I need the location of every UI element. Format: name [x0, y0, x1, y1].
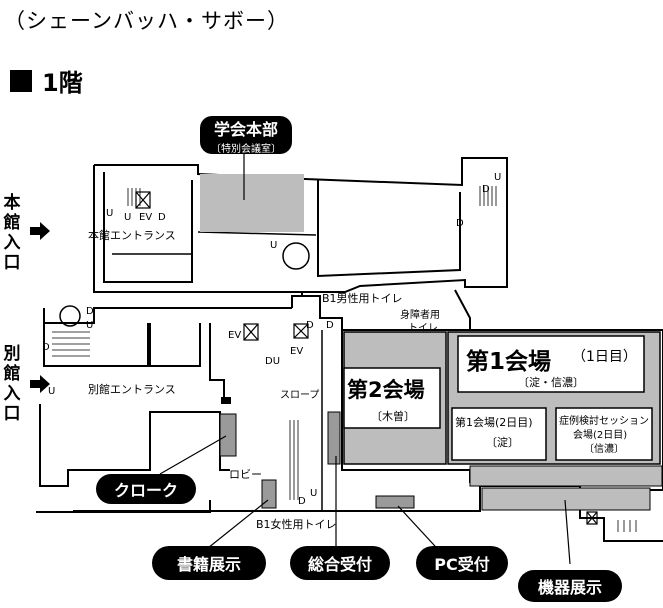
reception-counter — [327, 411, 341, 465]
main-building-inner-wall — [317, 180, 461, 278]
annex-building-wall — [43, 307, 292, 324]
hall2-title: 第2会場 — [347, 378, 425, 402]
marker-du: DU — [265, 356, 281, 367]
arrow-icon — [30, 375, 50, 393]
marker-u: U — [106, 208, 114, 219]
b1-men-toilet-label: B1男性用トイレ — [322, 292, 403, 305]
floor-label-text: 1階 — [42, 69, 83, 97]
hall-wall — [470, 329, 663, 491]
slope-label: スロープ — [280, 390, 320, 401]
case-room-box — [555, 407, 653, 461]
pc-callout: PC受付 — [416, 546, 508, 580]
main-building-inner-wall — [103, 172, 193, 283]
books-callout: 書籍展示 — [152, 546, 266, 580]
hall2-subtitle: 〔木曽〕 — [371, 410, 415, 423]
marker-ev: EV — [290, 346, 304, 357]
annex-building-wall — [43, 323, 149, 367]
pc-counter — [375, 495, 415, 509]
main-entrance-label: 本館エントランス — [88, 229, 176, 242]
equipment-callout: 機器展示 — [518, 570, 622, 602]
main-building-entrance-label: 本館入口 — [3, 193, 21, 273]
marker-d: D — [306, 320, 314, 331]
annex-inner-wall — [149, 323, 201, 367]
cloak-label: クローク — [113, 481, 178, 500]
hq-room — [200, 174, 304, 232]
marker-u: U — [48, 386, 56, 397]
marker-ev: EV — [228, 330, 242, 341]
marker-d: D — [298, 496, 306, 507]
annex-entrance-label: 別館エントランス — [88, 383, 176, 396]
books-label: 書籍展示 — [176, 555, 241, 574]
floor-square-icon — [10, 69, 32, 92]
marker-d: D — [326, 320, 334, 331]
reception-label: 総合受付 — [307, 555, 372, 574]
case-session-day: 会場(2日目) — [573, 430, 628, 441]
case-session-title: 症例検討セッション — [559, 416, 649, 427]
b1-women-toilet-label: B1女性用トイレ — [256, 518, 337, 531]
floor-label: 1階 — [10, 63, 83, 98]
marker-d: D — [42, 342, 50, 353]
accessible-toilet-label-2: トイレ — [408, 323, 438, 334]
cloak-callout: クローク — [96, 474, 196, 504]
marker-d: D — [158, 212, 166, 223]
venue-header: （シェーンバッハ・サボー） — [4, 9, 289, 33]
marker-u: U — [124, 212, 132, 223]
marker-d: D — [86, 306, 94, 317]
hq-title: 学会本部 — [213, 119, 278, 139]
pc-label: PC受付 — [434, 555, 490, 574]
hq-callout: 学会本部 〔特別会議室〕 — [200, 116, 292, 155]
hall1-day2-subtitle: 〔淀〕 — [486, 436, 519, 449]
hq-subtitle: 〔特別会議室〕 — [211, 143, 281, 155]
hall1-day2-box — [451, 407, 547, 461]
marker-d: D — [482, 184, 490, 195]
hall1-day1-box — [457, 335, 645, 393]
corridor — [469, 465, 663, 487]
accessible-toilet-label-1: 身障者用 — [400, 310, 440, 321]
arrow-icon — [30, 222, 50, 240]
equipment-label: 機器展示 — [537, 578, 602, 597]
hall1-subtitle: 〔淀・信濃〕 — [518, 376, 584, 389]
spiral-stair — [282, 242, 310, 270]
marker-u: U — [310, 488, 318, 499]
marker-u: U — [494, 172, 502, 183]
annex-inner-wall — [209, 323, 225, 400]
marker-ev: EV — [139, 212, 153, 223]
books-counter — [261, 479, 277, 509]
marker-d: D — [456, 218, 464, 229]
case-session-subtitle: 〔信濃〕 — [584, 444, 624, 455]
reception-callout: 総合受付 — [290, 546, 390, 580]
lobby-label: ロビー — [229, 468, 262, 481]
hall1-days: （1日目） — [572, 349, 637, 365]
marker-u: U — [86, 320, 94, 331]
hall2-label-box — [343, 367, 441, 429]
marker-u: U — [270, 240, 278, 251]
hall1-day2-title: 第1会場(2日目) — [455, 416, 533, 429]
annex-building-entrance-label: 別館入口 — [3, 344, 21, 424]
hall1-title: 第1会場 — [466, 349, 552, 375]
cloak-counter — [219, 413, 237, 457]
